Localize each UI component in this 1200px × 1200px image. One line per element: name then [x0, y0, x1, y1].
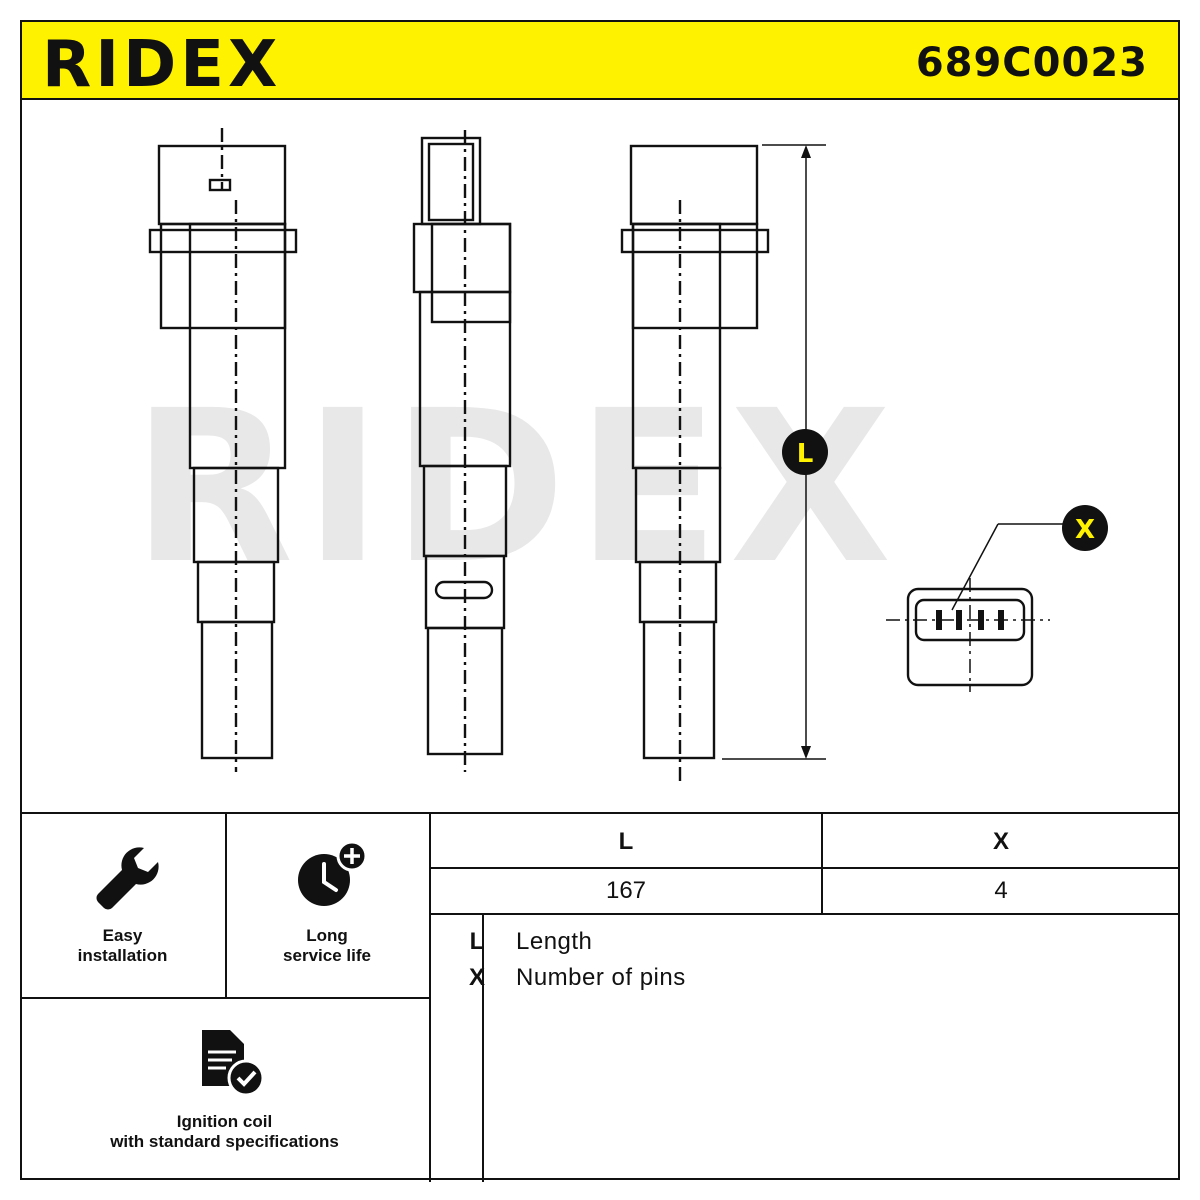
- dimension-l-label: L: [797, 439, 814, 469]
- feature-label: Long: [306, 926, 348, 945]
- drawing-canvas: RIDEX: [132, 128, 1108, 786]
- dimension-l-badge: [782, 429, 828, 475]
- feature-easy-installation: Easy installation: [20, 926, 225, 966]
- pin-slots: [936, 610, 1004, 630]
- divider: [482, 914, 484, 1182]
- divider: [430, 867, 1180, 869]
- legend-key: L: [469, 928, 485, 955]
- table-header-x: X: [992, 828, 1009, 855]
- info-section: Easy installation Long service life Igni…: [20, 812, 1180, 1182]
- brand-header: RIDEX 689C0023: [20, 20, 1180, 102]
- clock-plus-icon: [298, 840, 368, 906]
- coil-side-view: [412, 130, 512, 772]
- connector-face-view: [886, 523, 1066, 692]
- table-header-l: L: [618, 828, 634, 855]
- legend-key: X: [468, 964, 485, 991]
- feature-long-service-life: Long service life: [225, 926, 429, 966]
- dimension-x-badge: [1062, 505, 1108, 551]
- divider: [225, 814, 227, 998]
- legend-text: Number of pins: [516, 964, 686, 991]
- feature-label: service life: [283, 946, 371, 965]
- brand-logo: RIDEX: [42, 28, 282, 102]
- legend-text: Length: [516, 928, 593, 955]
- feature-label: Ignition coil: [176, 1112, 273, 1131]
- wrench-icon: [96, 847, 159, 910]
- technical-drawing: RIDEX: [22, 100, 1178, 812]
- feature-label: Easy: [102, 926, 143, 945]
- divider: [429, 814, 431, 1182]
- feature-label: with standard specifications: [110, 1132, 339, 1151]
- feature-label: installation: [77, 946, 168, 965]
- coil-front-view: [148, 128, 298, 772]
- document-check-icon: [202, 1030, 265, 1097]
- dimension-x-label: X: [1075, 515, 1095, 545]
- watermark-logo: RIDEX: [132, 365, 902, 610]
- divider: [821, 814, 823, 914]
- coil-back-view: [620, 144, 770, 786]
- divider: [20, 997, 430, 999]
- feature-standard-specifications: Ignition coil with standard specificatio…: [20, 1112, 429, 1152]
- divider: [430, 913, 1180, 915]
- part-number: 689C0023: [915, 40, 1148, 86]
- table-value-l: 167: [605, 877, 647, 904]
- table-value-x: 4: [994, 877, 1008, 904]
